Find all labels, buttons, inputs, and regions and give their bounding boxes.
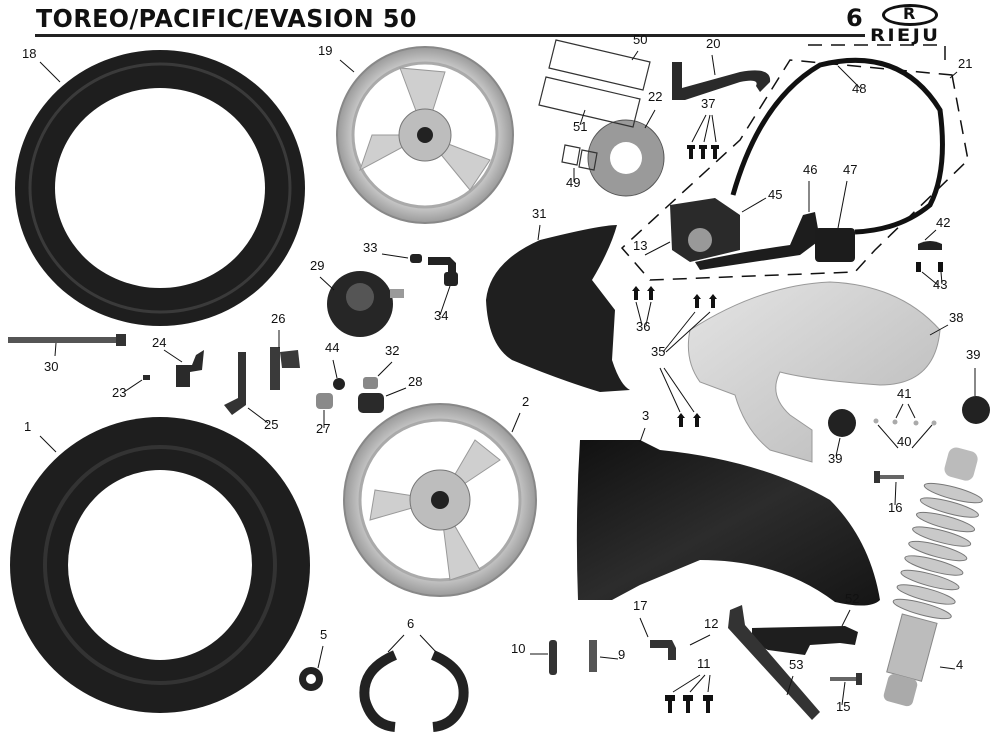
inner-fender-31: [486, 225, 630, 392]
front-tire-18: [15, 50, 305, 326]
part-callout-24: 24: [152, 335, 167, 350]
part-callout-28: 28: [408, 374, 423, 389]
bushings-27-28-32-44: [316, 377, 384, 413]
part-callout-1: 1: [24, 419, 32, 434]
brackets-23-26: [143, 347, 300, 415]
part-callout-44: 44: [325, 340, 340, 355]
part-callout-49: 49: [566, 175, 581, 190]
part-callout-18: 18: [22, 46, 37, 61]
part-callout-38: 38: [949, 310, 964, 325]
part-callout-25: 25: [264, 417, 279, 432]
part-callout-53: 53: [789, 657, 804, 672]
page-number: 6: [846, 4, 863, 32]
part-callout-27: 27: [316, 421, 331, 436]
part-callout-2: 2: [522, 394, 530, 409]
part-callout-31: 31: [532, 206, 547, 221]
part-callout-42: 42: [936, 215, 951, 230]
part-callout-15: 15: [836, 699, 851, 714]
part-callout-4: 4: [956, 657, 964, 672]
part-callout-17: 17: [633, 598, 648, 613]
speedometer-drive-29: [327, 271, 404, 337]
rear-tire-1: [10, 417, 310, 713]
reflectors-39: [828, 396, 990, 437]
part-callout-6: 6: [407, 616, 415, 631]
brake-lever-46: [695, 212, 820, 270]
brand-logo: R RIEJU: [868, 4, 998, 46]
cap-elbow-33-34: [410, 254, 458, 286]
master-cylinder-47: [815, 228, 855, 262]
part-callout-22: 22: [648, 89, 663, 104]
front-wheel-19: [336, 46, 514, 224]
small-parts-9-10-12-17: [549, 640, 676, 675]
part-callout-48: 48: [852, 81, 867, 96]
brand-name: RIEJU: [870, 26, 941, 46]
part-callout-19: 19: [318, 43, 333, 58]
rear-shock-absorber-4: [883, 447, 983, 707]
part-callout-20: 20: [706, 36, 721, 51]
brake-hose-48: [730, 57, 945, 235]
part-callout-9: 9: [618, 647, 626, 662]
washers-40-41: [873, 418, 937, 426]
stay-arm-53: [728, 605, 820, 720]
part-callout-32: 32: [385, 343, 400, 358]
plate-52: [752, 626, 858, 655]
nut-5: [299, 667, 323, 691]
leader-lines: [39, 50, 976, 706]
part-callout-33: 33: [363, 240, 378, 255]
part-callout-39: 39: [828, 451, 843, 466]
part-callout-26: 26: [271, 311, 286, 326]
front-fender-38: [687, 281, 941, 463]
part-callout-5: 5: [320, 627, 328, 642]
assembly-21-outline: [620, 44, 969, 281]
part-callout-34: 34: [434, 308, 449, 323]
part-callout-13: 13: [633, 238, 648, 253]
part-callout-36: 36: [636, 319, 651, 334]
bolts-11-35-36-37-43: [632, 145, 943, 713]
part-callout-37: 37: [701, 96, 716, 111]
part-callout-35: 35: [651, 344, 666, 359]
part-callout-30: 30: [44, 359, 59, 374]
part-callout-10: 10: [511, 641, 526, 656]
bolts-15-16: [830, 471, 904, 685]
pad-kits-49-50-51: [538, 39, 651, 171]
part-callout-45: 45: [768, 187, 783, 202]
part-callout-29: 29: [310, 258, 325, 273]
part-callout-23: 23: [112, 385, 127, 400]
axle-30: [8, 334, 126, 346]
part-callout-40: 40: [897, 434, 912, 449]
title-rule: [35, 34, 865, 37]
part-callout-16: 16: [888, 500, 903, 515]
brake-disc-22: [587, 119, 665, 197]
part-callout-51: 51: [573, 119, 588, 134]
rear-mudguard-3: [576, 440, 880, 606]
part-callout-43: 43: [933, 277, 948, 292]
part-callout-39: 39: [966, 347, 981, 362]
part-callout-3: 3: [642, 408, 650, 423]
part-callout-50: 50: [633, 32, 648, 47]
brake-shoes-6: [359, 650, 469, 732]
part-callout-11: 11: [697, 656, 711, 671]
bracket-20: [672, 62, 771, 100]
brand-oval-icon: R: [882, 4, 938, 26]
part-callout-52: 52: [845, 591, 860, 606]
part-callout-12: 12: [704, 616, 719, 631]
rear-wheel-2: [343, 403, 537, 597]
part-callout-47: 47: [843, 162, 858, 177]
part-callout-21: 21: [958, 56, 973, 71]
brake-caliper-45: [670, 198, 740, 262]
part-callout-41: 41: [897, 386, 912, 401]
part-callout-46: 46: [803, 162, 818, 177]
page-title: TOREO/PACIFIC/EVASION 50: [36, 4, 417, 33]
